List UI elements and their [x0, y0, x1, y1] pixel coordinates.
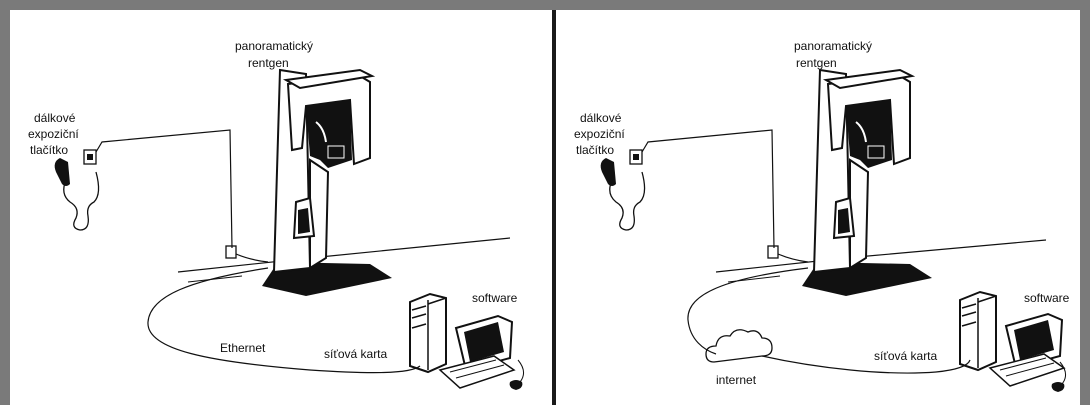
network-label: Ethernet — [220, 341, 266, 355]
cloud-icon — [706, 330, 772, 362]
remote-label-2: expoziční — [28, 127, 79, 141]
panel-internet: panoramatický rentgen dálkové expoziční … — [556, 10, 1080, 405]
nic-label: síťová karta — [324, 347, 388, 361]
remote-exposure-button-icon — [55, 150, 99, 230]
network-label: internet — [716, 373, 757, 387]
remote-cable — [642, 130, 774, 248]
xray-label-2: rentgen — [248, 56, 289, 70]
computer-icon — [960, 292, 1066, 392]
software-label: software — [1024, 291, 1070, 305]
remote-label-2: expoziční — [574, 127, 625, 141]
wall-socket-icon — [226, 246, 236, 258]
panel-ethernet: panoramatický rentgen dálkové expoziční … — [10, 10, 552, 405]
remote-label-3: tlačítko — [576, 143, 614, 157]
remote-label-3: tlačítko — [30, 143, 68, 157]
remote-label: dálkové — [580, 111, 622, 125]
nic-label: síťová karta — [874, 349, 938, 363]
xray-label: panoramatický — [235, 39, 313, 53]
software-label: software — [472, 291, 518, 305]
panoramic-xray-icon — [262, 70, 392, 296]
remote-exposure-button-icon — [601, 150, 645, 230]
xray-label-2: rentgen — [796, 56, 837, 70]
wall-socket-icon — [768, 246, 778, 258]
remote-cable — [96, 130, 232, 248]
xray-label: panoramatický — [794, 39, 872, 53]
remote-label: dálkové — [34, 111, 76, 125]
computer-icon — [410, 294, 524, 390]
panoramic-xray-icon — [802, 70, 932, 296]
